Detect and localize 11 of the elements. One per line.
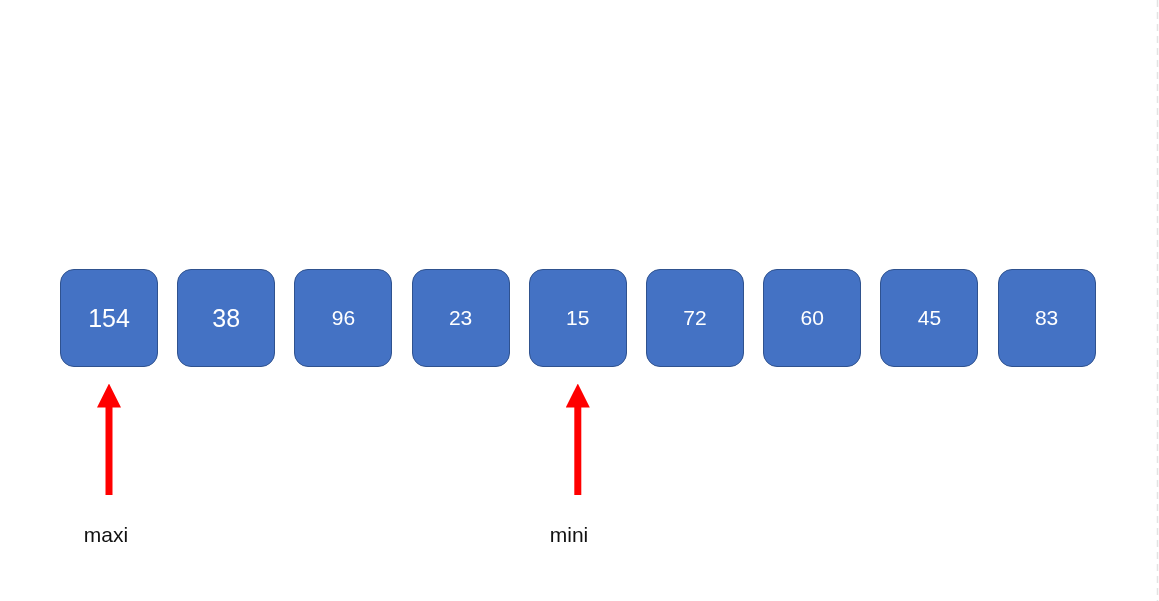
value-tile: 96 <box>294 269 393 367</box>
pointer-label: maxi <box>76 522 136 548</box>
value-tile: 154 <box>60 269 158 367</box>
value-tile: 72 <box>646 269 744 367</box>
value-tile: 60 <box>763 269 862 367</box>
value-tile: 38 <box>177 269 276 367</box>
value-tile: 23 <box>411 269 510 367</box>
pointer-label: mini <box>539 522 599 548</box>
value-tile: 15 <box>528 269 627 367</box>
value-tile: 45 <box>880 269 979 367</box>
value-tile: 83 <box>997 269 1096 367</box>
